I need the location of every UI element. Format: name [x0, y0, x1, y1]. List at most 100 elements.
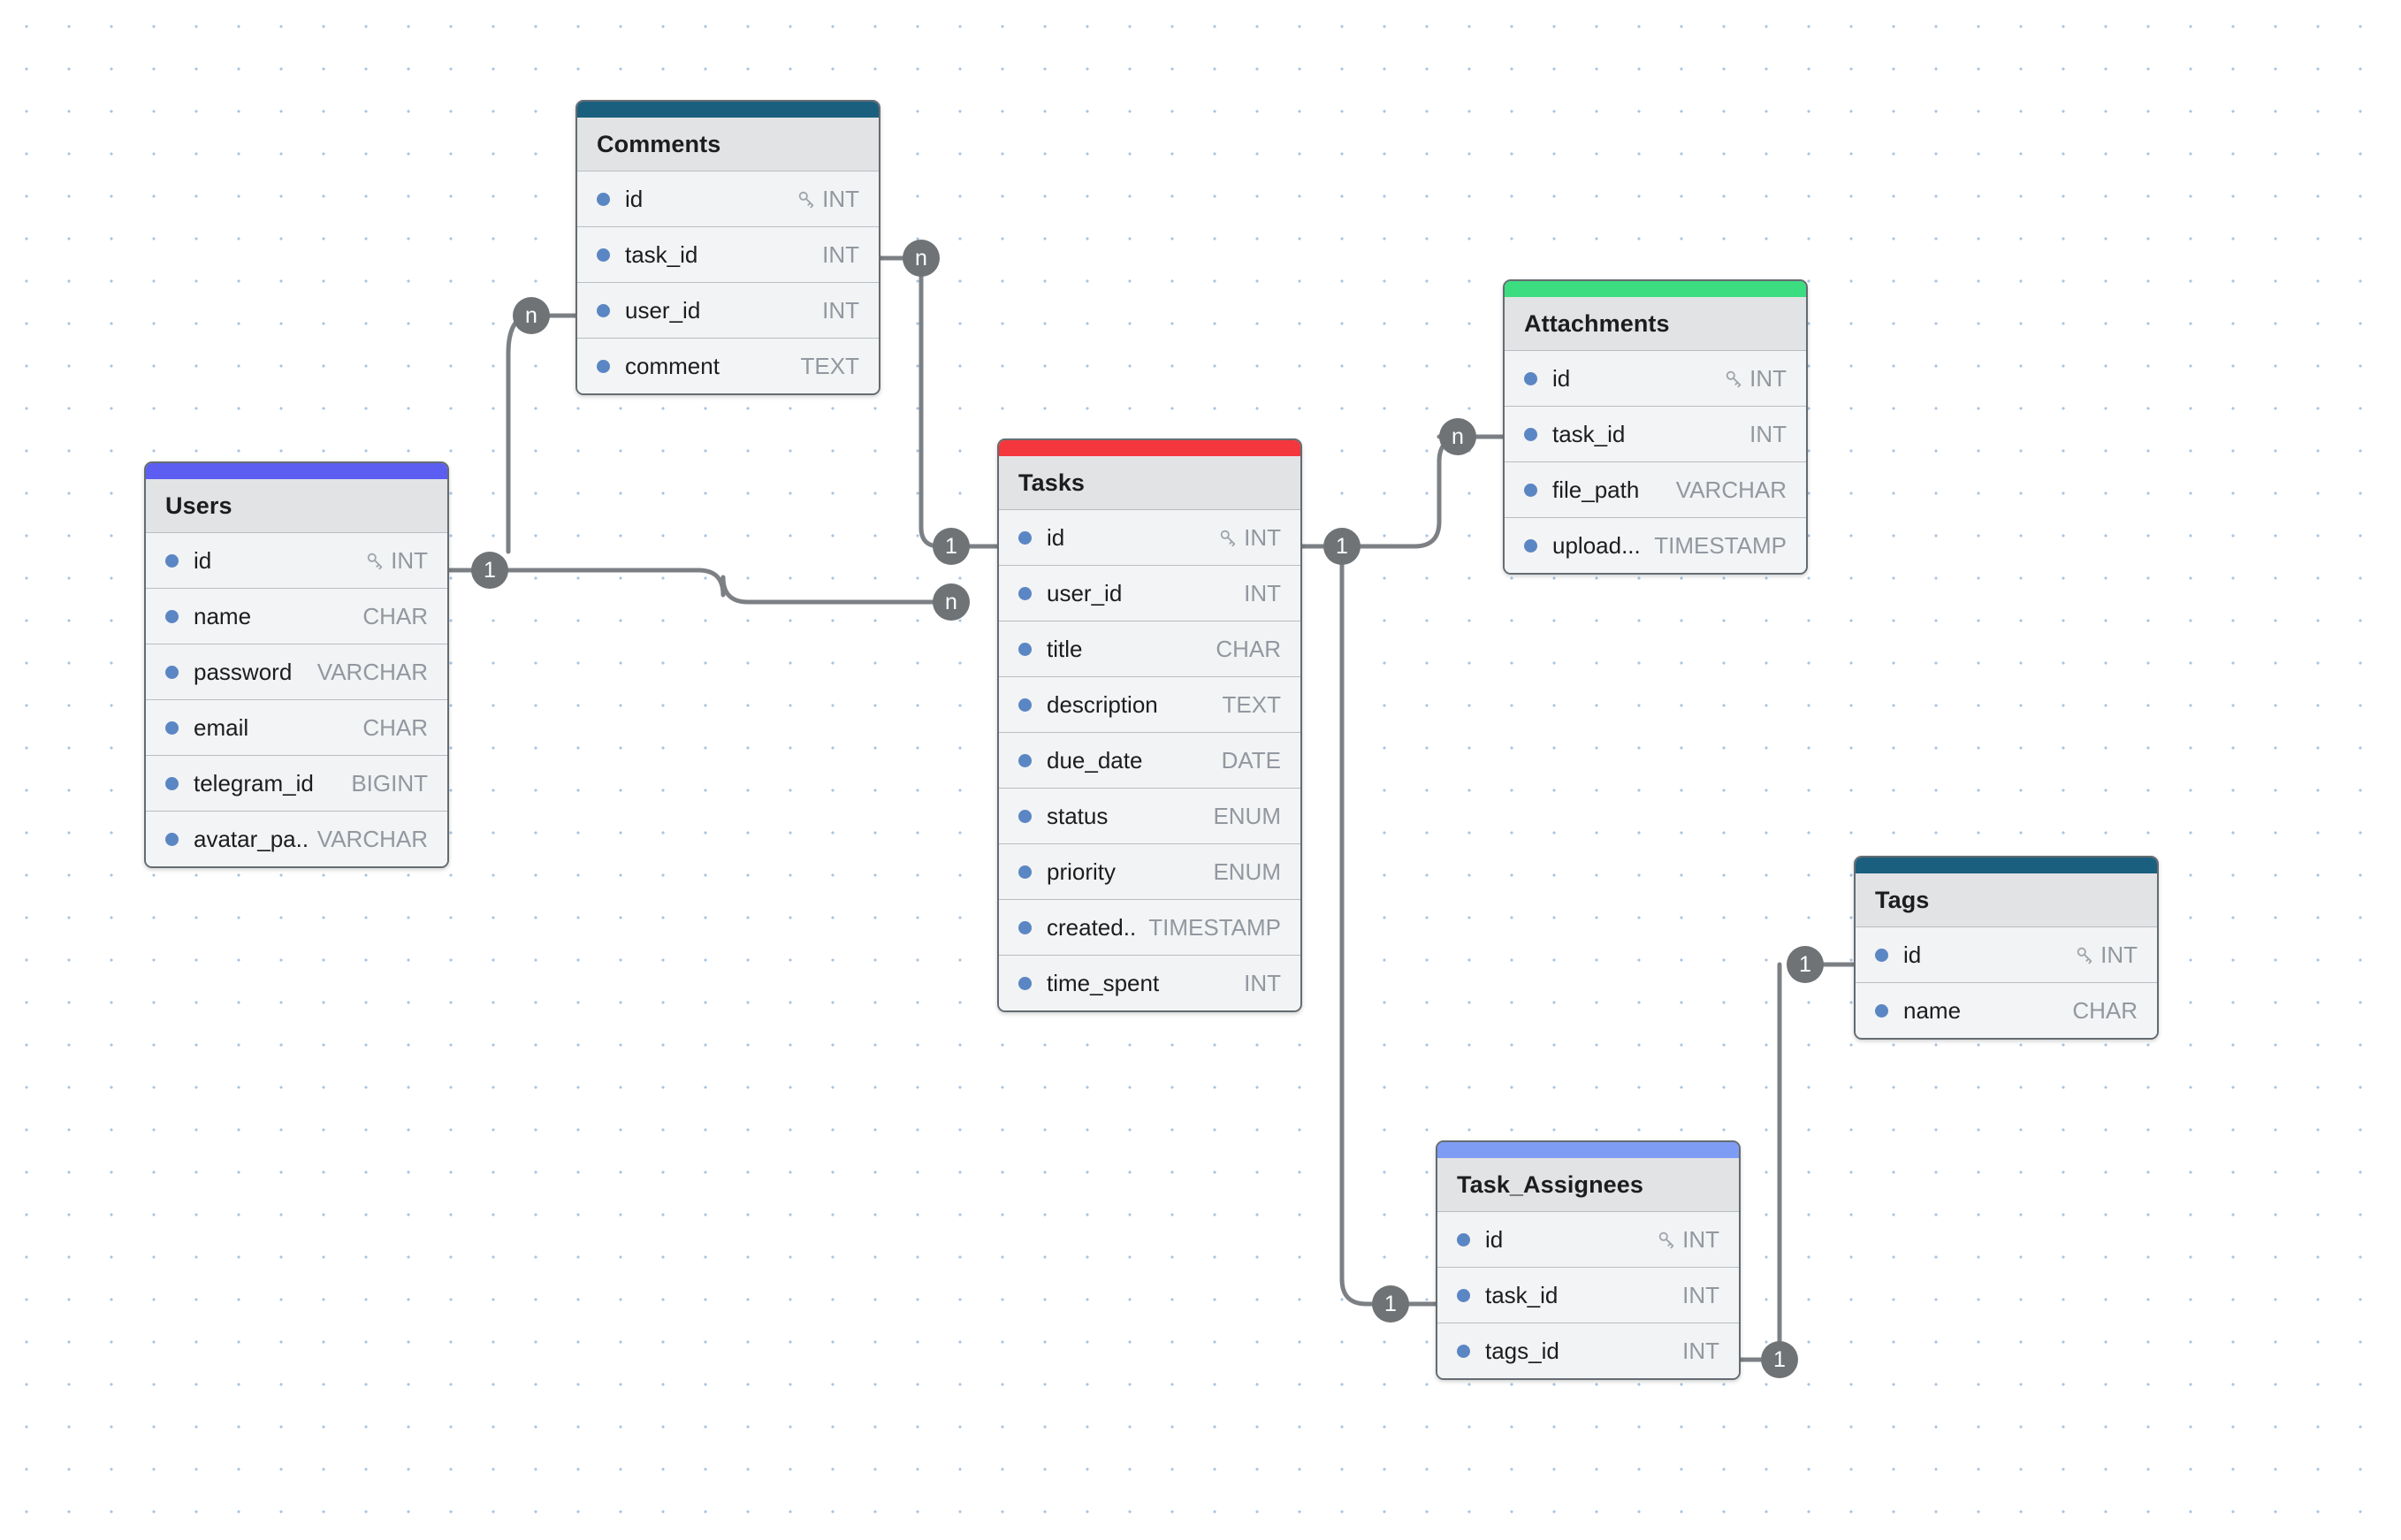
field-row[interactable]: password VARCHAR [146, 644, 447, 699]
field-row[interactable]: avatar_pa... VARCHAR [146, 811, 447, 866]
field-row[interactable]: task_id INT [577, 226, 879, 282]
field-type: INT [797, 186, 859, 213]
field-bullet-icon [1018, 586, 1032, 600]
field-row[interactable]: user_id INT [577, 282, 879, 338]
cardinality-badge[interactable]: n [933, 583, 970, 621]
table-accent-bar [146, 463, 447, 479]
field-name: title [1047, 635, 1083, 662]
table-accent-bar [999, 440, 1300, 456]
table-header[interactable]: Tasks [999, 456, 1300, 509]
field-type: INT [822, 240, 859, 268]
table-header[interactable]: Tags [1856, 873, 2157, 926]
field-bullet-icon [165, 553, 179, 568]
field-row[interactable]: id INT [999, 509, 1300, 565]
field-row[interactable]: file_path VARCHAR [1505, 461, 1806, 517]
field-type: TIMESTAMP [1654, 531, 1787, 559]
field-type: INT [1244, 579, 1281, 606]
field-row[interactable]: email CHAR [146, 699, 447, 755]
field-type-label: INT [822, 185, 859, 212]
field-row[interactable]: task_id INT [1437, 1267, 1739, 1323]
field-name: telegram_id [194, 769, 314, 797]
field-type: CHAR [2072, 996, 2138, 1024]
cardinality-badge[interactable]: 1 [933, 528, 970, 565]
primary-key-icon [367, 553, 383, 570]
field-bullet-icon [165, 720, 179, 735]
cardinality-badge[interactable]: n [903, 240, 940, 277]
field-row[interactable]: status ENUM [999, 788, 1300, 843]
field-name: id [194, 546, 212, 574]
table-header[interactable]: Comments [577, 118, 879, 171]
field-type: INT [1657, 1226, 1719, 1254]
table-card-task-assignees[interactable]: Task_Assignees id INT task_id INT tags_i… [1436, 1140, 1741, 1380]
field-bullet-icon [1524, 538, 1537, 553]
cardinality-badge[interactable]: 1 [471, 552, 508, 589]
field-row[interactable]: time_spent INT [999, 955, 1300, 1010]
table-title: Users [165, 492, 232, 519]
field-row[interactable]: name CHAR [146, 588, 447, 644]
field-name: priority [1047, 858, 1117, 885]
field-type: INT [2075, 942, 2138, 969]
field-bullet-icon [1457, 1344, 1470, 1358]
field-row[interactable]: tags_id INT [1437, 1323, 1739, 1378]
field-bullet-icon [165, 609, 179, 623]
cardinality-badge[interactable]: 1 [1372, 1285, 1409, 1323]
field-name: due_date [1047, 746, 1143, 774]
table-card-users[interactable]: Users id INT name CHAR password VARCHAR … [144, 461, 449, 868]
table-header[interactable]: Attachments [1505, 297, 1806, 350]
field-type: TEXT [800, 352, 859, 379]
field-row[interactable]: created... TIMESTAMP [999, 899, 1300, 955]
field-name: password [194, 658, 293, 685]
field-row[interactable]: task_id INT [1505, 406, 1806, 461]
table-card-comments[interactable]: Comments id INT task_id INT user_id INT … [575, 100, 880, 395]
cardinality-badge[interactable]: 1 [1323, 528, 1361, 565]
field-type-label: INT [1749, 364, 1787, 392]
field-bullet-icon [1018, 642, 1032, 656]
field-row[interactable]: id INT [1505, 350, 1806, 406]
field-name: user_id [625, 296, 701, 324]
field-type: CHAR [1216, 635, 1281, 662]
cardinality-badge[interactable]: 1 [1761, 1341, 1798, 1378]
table-card-attachments[interactable]: Attachments id INT task_id INT file_path… [1503, 279, 1808, 575]
table-card-tags[interactable]: Tags id INT name CHAR [1854, 856, 2159, 1040]
field-bullet-icon [1875, 948, 1888, 962]
field-row[interactable]: upload... TIMESTAMP [1505, 517, 1806, 573]
field-row[interactable]: telegram_id BIGINT [146, 755, 447, 811]
field-type: TEXT [1222, 690, 1281, 718]
field-row[interactable]: name CHAR [1856, 982, 2157, 1038]
field-bullet-icon [1018, 698, 1032, 712]
field-row[interactable]: priority ENUM [999, 843, 1300, 899]
field-row[interactable]: due_date DATE [999, 732, 1300, 788]
field-bullet-icon [165, 665, 179, 679]
field-row[interactable]: id INT [1856, 926, 2157, 982]
cardinality-badge[interactable]: 1 [1787, 946, 1824, 983]
field-name: upload... [1552, 531, 1641, 559]
field-bullet-icon [1018, 865, 1032, 879]
field-row[interactable]: user_id INT [999, 565, 1300, 621]
field-bullet-icon [1457, 1232, 1470, 1246]
table-title: Tasks [1018, 469, 1086, 496]
table-card-tasks[interactable]: Tasks id INT user_id INT title CHAR desc… [997, 438, 1302, 1012]
primary-key-icon [1658, 1231, 1674, 1249]
field-row[interactable]: id INT [146, 532, 447, 588]
cardinality-badge[interactable]: n [513, 297, 550, 334]
field-bullet-icon [1018, 753, 1032, 767]
table-accent-bar [1856, 858, 2157, 873]
field-bullet-icon [1018, 809, 1032, 823]
field-name: name [1903, 996, 1962, 1024]
field-row[interactable]: id INT [577, 171, 879, 226]
field-row[interactable]: id INT [1437, 1211, 1739, 1267]
field-bullet-icon [1018, 920, 1032, 934]
table-title: Comments [597, 130, 721, 157]
field-row[interactable]: description TEXT [999, 676, 1300, 732]
field-name: description [1047, 690, 1158, 718]
table-header[interactable]: Users [146, 479, 447, 532]
field-row[interactable]: title CHAR [999, 621, 1300, 676]
primary-key-icon [1726, 370, 1742, 388]
field-name: task_id [625, 240, 698, 268]
cardinality-badge[interactable]: n [1439, 418, 1476, 455]
table-header[interactable]: Task_Assignees [1437, 1158, 1739, 1211]
field-type: INT [1724, 365, 1787, 393]
field-row[interactable]: comment TEXT [577, 338, 879, 393]
field-type: VARCHAR [316, 658, 428, 685]
field-name: created... [1047, 913, 1139, 941]
